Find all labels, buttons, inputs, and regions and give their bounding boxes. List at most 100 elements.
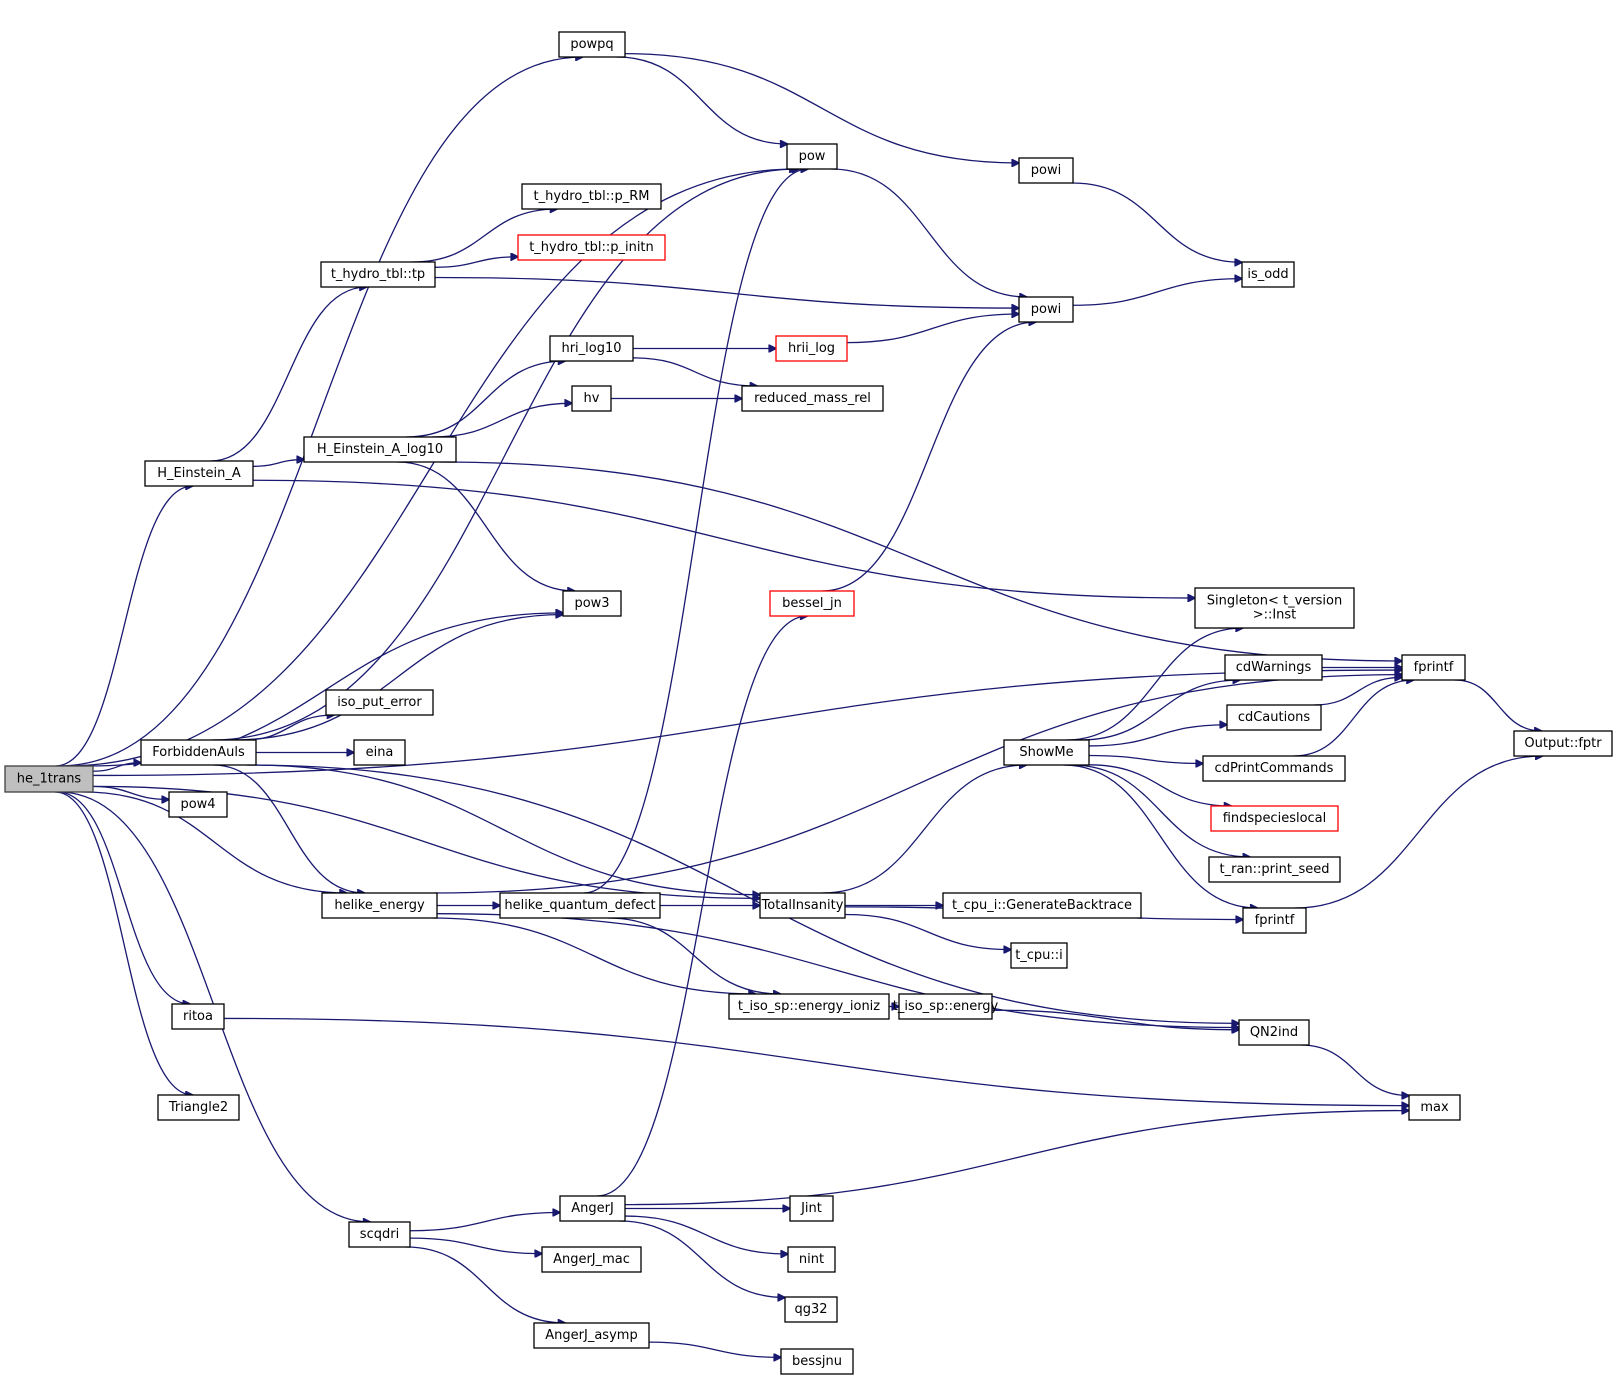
node-box[interactable] xyxy=(787,1246,836,1273)
node-AngerJ_asymp[interactable]: AngerJ_asymp xyxy=(533,1322,650,1349)
node-box[interactable] xyxy=(1408,1094,1461,1121)
node-hv[interactable]: hv xyxy=(571,385,612,412)
node-box[interactable] xyxy=(1401,654,1466,681)
node-cdCautions[interactable]: cdCautions xyxy=(1226,704,1322,731)
node-powi_a[interactable]: powi xyxy=(1018,157,1074,184)
node-box[interactable] xyxy=(303,436,457,463)
node-box[interactable] xyxy=(1018,157,1074,184)
node-box[interactable] xyxy=(1018,296,1074,323)
node-iso_put_error[interactable]: iso_put_error xyxy=(325,689,434,716)
node-eina[interactable]: eina xyxy=(353,739,406,766)
node-hrii_log[interactable]: hrii_log xyxy=(775,335,848,362)
node-box[interactable] xyxy=(1202,755,1346,782)
node-QN2ind[interactable]: QN2ind xyxy=(1238,1019,1310,1046)
node-box[interactable] xyxy=(1010,942,1068,969)
node-box[interactable] xyxy=(171,1003,225,1030)
node-box[interactable] xyxy=(1194,587,1355,629)
node-cdPrintCommands[interactable]: cdPrintCommands xyxy=(1202,755,1346,782)
node-box[interactable] xyxy=(1208,856,1341,883)
node-fprintf_a[interactable]: fprintf xyxy=(1401,654,1466,681)
node-box[interactable] xyxy=(784,1296,838,1323)
node-box[interactable] xyxy=(1224,654,1323,681)
node-box[interactable] xyxy=(775,335,848,362)
node-ForbiddenAuls[interactable]: ForbiddenAuls xyxy=(140,739,257,766)
node-box[interactable] xyxy=(353,739,406,766)
node-box[interactable] xyxy=(157,1094,240,1121)
node-box[interactable] xyxy=(320,261,436,288)
node-box[interactable] xyxy=(499,892,661,919)
node-box[interactable] xyxy=(168,791,228,818)
node-box[interactable] xyxy=(549,335,634,362)
node-he_1trans[interactable]: he_1trans xyxy=(4,765,94,793)
node-energy[interactable]: t_iso_sp::energy xyxy=(893,993,999,1020)
node-box[interactable] xyxy=(562,590,622,617)
node-p_RM[interactable]: t_hydro_tbl::p_RM xyxy=(521,183,662,210)
node-energy_ioniz[interactable]: t_iso_sp::energy_ioniz xyxy=(728,993,890,1020)
node-Output_fptr[interactable]: Output::fptr xyxy=(1513,730,1613,757)
node-reduced_mass_rel[interactable]: reduced_mass_rel xyxy=(741,385,884,412)
node-box[interactable] xyxy=(1226,704,1322,731)
node-powpq[interactable]: powpq xyxy=(558,31,626,58)
node-fprintf_b[interactable]: fprintf xyxy=(1242,907,1307,934)
node-is_odd[interactable]: is_odd xyxy=(1241,261,1295,288)
node-AngerJ_mac[interactable]: AngerJ_mac xyxy=(541,1246,642,1273)
node-box[interactable] xyxy=(741,385,884,412)
node-findspecieslocal[interactable]: findspecieslocal xyxy=(1210,805,1339,832)
node-box[interactable] xyxy=(1210,805,1339,832)
node-box[interactable] xyxy=(517,234,666,261)
node-box[interactable] xyxy=(728,993,890,1020)
node-max[interactable]: max xyxy=(1408,1094,1461,1121)
node-helike_energy[interactable]: helike_energy xyxy=(321,892,438,919)
node-helike_quantum_defect[interactable]: helike_quantum_defect xyxy=(499,892,661,919)
node-box[interactable] xyxy=(1242,907,1307,934)
node-p_initn[interactable]: t_hydro_tbl::p_initn xyxy=(517,234,666,261)
node-box[interactable] xyxy=(571,385,612,412)
node-t_cpu_i[interactable]: t_cpu::i xyxy=(1010,942,1068,969)
node-box[interactable] xyxy=(541,1246,642,1273)
node-box[interactable] xyxy=(559,1195,626,1222)
node-pow3[interactable]: pow3 xyxy=(562,590,622,617)
node-box[interactable] xyxy=(780,1348,854,1375)
node-bessel_jn[interactable]: bessel_jn xyxy=(769,590,855,617)
node-ritoa[interactable]: ritoa xyxy=(171,1003,225,1030)
node-box[interactable] xyxy=(140,739,257,766)
node-box[interactable] xyxy=(1513,730,1613,757)
node-print_seed[interactable]: t_ran::print_seed xyxy=(1208,856,1341,883)
node-box[interactable] xyxy=(942,892,1142,919)
node-box[interactable] xyxy=(1003,739,1090,766)
node-box[interactable] xyxy=(1238,1019,1310,1046)
node-GenerateBacktrace[interactable]: t_cpu_i::GenerateBacktrace xyxy=(942,892,1142,919)
node-scqdri[interactable]: scqdri xyxy=(348,1221,411,1248)
node-box[interactable] xyxy=(521,183,662,210)
node-pow4[interactable]: pow4 xyxy=(168,791,228,818)
node-pow[interactable]: pow xyxy=(786,143,838,170)
node-box[interactable] xyxy=(325,689,434,716)
node-H_Einstein_A[interactable]: H_Einstein_A xyxy=(144,460,254,487)
node-box[interactable] xyxy=(898,993,993,1020)
node-nint[interactable]: nint xyxy=(787,1246,836,1273)
node-hri_log10[interactable]: hri_log10 xyxy=(549,335,634,362)
node-cdWarnings[interactable]: cdWarnings xyxy=(1224,654,1323,681)
node-qg32[interactable]: qg32 xyxy=(784,1296,838,1323)
node-TotalInsanity[interactable]: TotalInsanity xyxy=(759,892,846,919)
node-Singleton[interactable]: Singleton< t_version>::Inst xyxy=(1194,587,1355,629)
node-AngerJ[interactable]: AngerJ xyxy=(559,1195,626,1222)
node-box[interactable] xyxy=(321,892,438,919)
node-Jint[interactable]: Jint xyxy=(789,1195,834,1222)
node-box[interactable] xyxy=(558,31,626,58)
node-box[interactable] xyxy=(348,1221,411,1248)
node-box[interactable] xyxy=(786,143,838,170)
node-box[interactable] xyxy=(144,460,254,487)
node-box[interactable] xyxy=(769,590,855,617)
node-Triangle2[interactable]: Triangle2 xyxy=(157,1094,240,1121)
node-box[interactable] xyxy=(789,1195,834,1222)
node-tp[interactable]: t_hydro_tbl::tp xyxy=(320,261,436,288)
node-box[interactable] xyxy=(759,892,846,919)
node-box[interactable] xyxy=(1241,261,1295,288)
node-H_Einstein_A_log10[interactable]: H_Einstein_A_log10 xyxy=(303,436,457,463)
node-box[interactable] xyxy=(4,765,94,793)
node-bessjnu[interactable]: bessjnu xyxy=(780,1348,854,1375)
node-powi_b[interactable]: powi xyxy=(1018,296,1074,323)
node-ShowMe[interactable]: ShowMe xyxy=(1003,739,1090,766)
node-box[interactable] xyxy=(533,1322,650,1349)
